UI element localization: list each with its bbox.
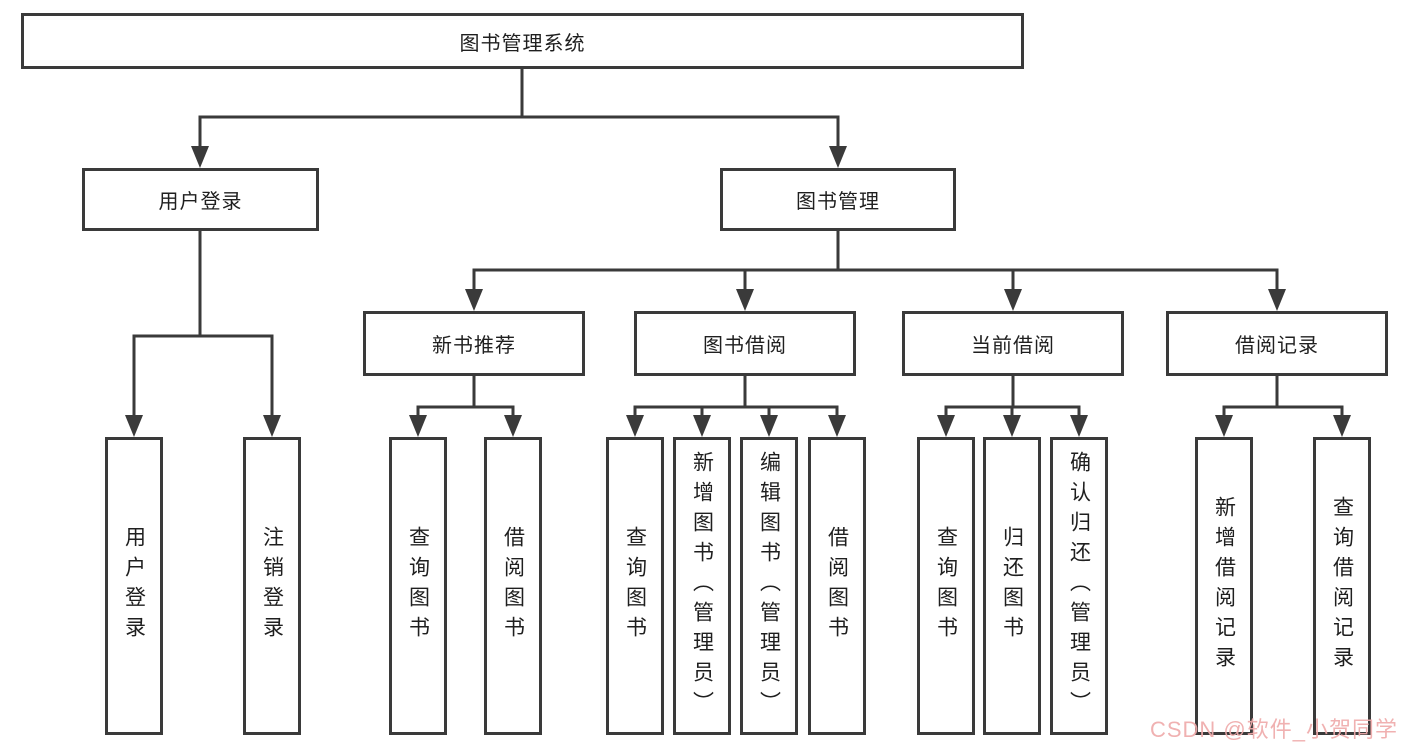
leaf-newbooks-borrow-book: 借阅图书 xyxy=(484,437,542,735)
leaf-add-borrow-record-label: 新增借阅记录 xyxy=(1212,496,1236,676)
leaf-confirm-return-admin: 确认归还（管理员） xyxy=(1050,437,1108,735)
leaf-return-book-label: 归还图书 xyxy=(1000,526,1024,646)
leaf-user-login-label: 用户登录 xyxy=(122,526,146,646)
leaf-edit-book-admin-label: 编辑图书（管理员） xyxy=(757,451,781,721)
node-book-borrow: 图书借阅 xyxy=(634,311,856,376)
leaf-current-query-book-label: 查询图书 xyxy=(934,526,958,646)
node-book-borrow-label: 图书借阅 xyxy=(703,335,787,357)
node-user-login: 用户登录 xyxy=(82,168,319,231)
node-borrow-records-label: 借阅记录 xyxy=(1235,335,1319,357)
leaf-add-book-admin: 新增图书（管理员） xyxy=(673,437,731,735)
leaf-edit-book-admin: 编辑图书（管理员） xyxy=(740,437,798,735)
node-new-book-recommend-label: 新书推荐 xyxy=(432,335,516,357)
leaf-newbooks-query-book: 查询图书 xyxy=(389,437,447,735)
node-new-book-recommend: 新书推荐 xyxy=(363,311,585,376)
leaf-query-borrow-record: 查询借阅记录 xyxy=(1313,437,1371,735)
node-borrow-records: 借阅记录 xyxy=(1166,311,1388,376)
node-current-borrow-label: 当前借阅 xyxy=(971,335,1055,357)
node-book-management: 图书管理 xyxy=(720,168,956,231)
leaf-newbooks-borrow-book-label: 借阅图书 xyxy=(501,526,525,646)
leaf-logout: 注销登录 xyxy=(243,437,301,735)
leaf-newbooks-query-book-label: 查询图书 xyxy=(406,526,430,646)
leaf-return-book: 归还图书 xyxy=(983,437,1041,735)
leaf-borrow-book-label: 借阅图书 xyxy=(825,526,849,646)
node-user-login-label: 用户登录 xyxy=(158,191,243,213)
leaf-add-borrow-record: 新增借阅记录 xyxy=(1195,437,1253,735)
leaf-logout-label: 注销登录 xyxy=(260,526,284,646)
leaf-borrow-query-book-label: 查询图书 xyxy=(623,526,647,646)
arrowheads xyxy=(125,146,1351,437)
leaf-borrow-query-book: 查询图书 xyxy=(606,437,664,735)
leaf-query-borrow-record-label: 查询借阅记录 xyxy=(1330,496,1354,676)
node-root: 图书管理系统 xyxy=(21,13,1024,69)
leaf-borrow-book: 借阅图书 xyxy=(808,437,866,735)
leaf-confirm-return-admin-label: 确认归还（管理员） xyxy=(1067,451,1091,721)
node-current-borrow: 当前借阅 xyxy=(902,311,1124,376)
csdn-watermark: CSDN @软件_小贺同学 xyxy=(1149,717,1398,742)
node-root-label: 图书管理系统 xyxy=(459,32,586,55)
leaf-current-query-book: 查询图书 xyxy=(917,437,975,735)
leaf-add-book-admin-label: 新增图书（管理员） xyxy=(690,451,714,721)
node-book-management-label: 图书管理 xyxy=(796,191,880,213)
leaf-user-login: 用户登录 xyxy=(105,437,163,735)
